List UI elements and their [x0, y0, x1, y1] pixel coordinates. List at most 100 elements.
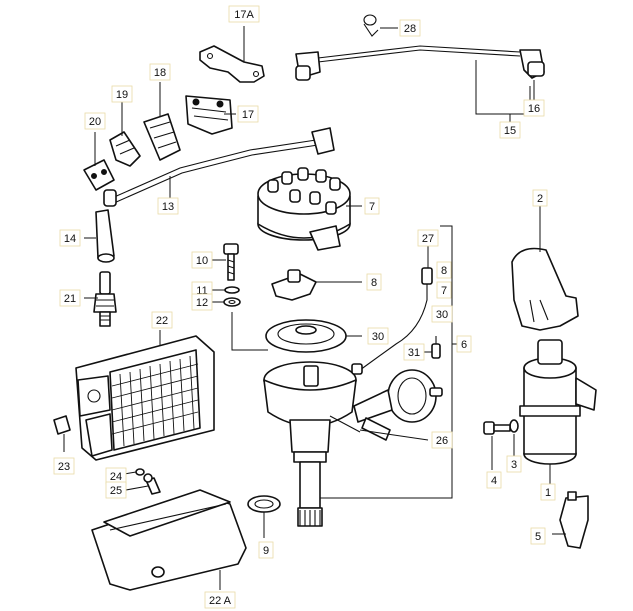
connector-17	[185, 95, 233, 135]
callout-box	[499, 121, 521, 139]
callout-label: 30	[436, 309, 448, 321]
callout-box	[191, 251, 213, 269]
ignition-coil-1	[519, 339, 597, 465]
callout-box	[367, 327, 389, 345]
cover-22a	[91, 489, 247, 591]
callout-label: 10	[196, 255, 208, 267]
connector-18	[143, 113, 181, 161]
drive-gear	[297, 507, 323, 527]
callout-13: 13	[157, 197, 179, 215]
callout-label: 15	[504, 125, 516, 137]
seal-ring-9	[247, 495, 281, 513]
callout-7: 7	[364, 197, 380, 215]
callout-box	[59, 229, 81, 247]
callout-16: 16	[523, 99, 545, 117]
callout-6: 6	[456, 335, 472, 353]
callout-box	[540, 483, 556, 501]
callout-19: 19	[111, 85, 133, 103]
callout-14: 14	[59, 229, 81, 247]
callout-box	[530, 527, 546, 545]
spark-plug-boot-14	[95, 209, 115, 263]
callout-label: 28	[404, 23, 416, 35]
callout-label: 21	[64, 293, 76, 305]
callout-label: 23	[58, 461, 70, 473]
washer-3	[509, 419, 519, 433]
callout-7: 7	[436, 281, 452, 299]
callout-box	[53, 457, 75, 475]
callout-box	[237, 105, 259, 123]
cap-towers	[267, 167, 341, 215]
callout-label: 24	[110, 471, 122, 483]
callout-box	[228, 5, 260, 23]
control-unit-22	[75, 335, 215, 461]
callout-30: 30	[367, 327, 389, 345]
leader-lines	[63, 26, 566, 590]
callout-3: 3	[506, 455, 522, 473]
callout-4: 4	[486, 471, 502, 489]
callout-label: 3	[511, 459, 517, 471]
distributor-body	[263, 361, 361, 527]
callout-label: 17	[242, 109, 254, 121]
callout-label: 22	[156, 315, 168, 327]
callout-10: 10	[191, 251, 213, 269]
callout-label: 30	[372, 331, 384, 343]
connector-20	[83, 159, 115, 191]
screw-10	[223, 243, 239, 281]
callout-label: 17A	[234, 9, 254, 21]
callout-25: 25	[105, 481, 127, 499]
washer-11	[224, 286, 240, 294]
callout-box	[431, 431, 453, 449]
callout-label: 27	[422, 233, 434, 245]
callout-box	[366, 273, 382, 291]
ht-cable-13	[103, 127, 335, 207]
clip-23	[53, 415, 71, 435]
callout-label: 25	[110, 485, 122, 497]
callout-label: 16	[528, 103, 540, 115]
callout-31: 31	[403, 343, 425, 361]
callout-label: 8	[371, 277, 377, 289]
cable-clip-28	[363, 14, 379, 37]
washer-24	[135, 468, 145, 476]
callout-label: 1	[545, 487, 551, 499]
coil-boot-2	[511, 247, 579, 331]
callout-26: 26	[431, 431, 453, 449]
callout-2: 2	[532, 189, 548, 207]
wire-27	[351, 267, 433, 375]
connector-19	[109, 131, 141, 167]
callout-box	[403, 343, 425, 361]
callout-label: 19	[116, 89, 128, 101]
connector-5	[559, 491, 589, 549]
callout-18: 18	[149, 63, 171, 81]
callout-box	[486, 471, 502, 489]
callout-box	[105, 481, 127, 499]
ignition-cable-16	[295, 45, 545, 81]
callout-9: 9	[258, 541, 274, 559]
callout-28: 28	[399, 19, 421, 37]
callout-17: 17	[237, 105, 259, 123]
dust-cover-30	[265, 319, 347, 353]
callout-box	[532, 189, 548, 207]
callout-label: 13	[162, 201, 174, 213]
callout-box	[364, 197, 380, 215]
callout-label: 2	[537, 193, 543, 205]
callout-box	[84, 112, 106, 130]
callout-box	[417, 229, 439, 247]
callout-label: 7	[369, 201, 375, 213]
callout-8: 8	[436, 261, 452, 279]
callout-21: 21	[59, 289, 81, 307]
callout-box	[456, 335, 472, 353]
callout-label: 4	[491, 475, 497, 487]
callout-label: 9	[263, 545, 269, 557]
bracket-17a	[199, 45, 265, 83]
callout-label: 20	[89, 116, 101, 128]
callout-box	[204, 591, 236, 609]
callout-label: 12	[196, 297, 208, 309]
callout-box	[111, 85, 133, 103]
rotor-8	[271, 269, 317, 301]
spark-plug-21	[93, 271, 117, 327]
callout-box	[506, 455, 522, 473]
callout-20: 20	[84, 112, 106, 130]
callout-box	[151, 311, 173, 329]
callout-label: 31	[408, 347, 420, 359]
